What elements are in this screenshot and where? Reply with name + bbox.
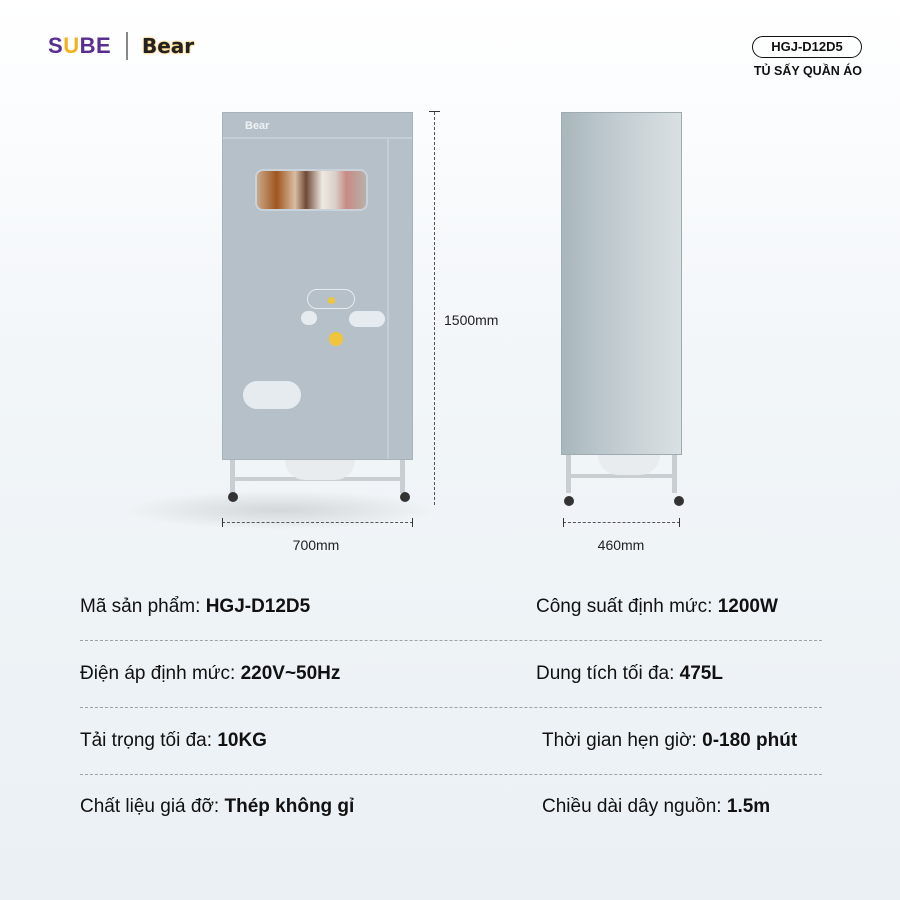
dim-tick [563, 518, 564, 527]
cloud-icon [349, 311, 385, 327]
dryer-front-view: Bear [222, 112, 413, 460]
spec-cord-length: Chiều dài dây nguồn: 1.5m [542, 796, 771, 817]
model-badge: HGJ-D12D5 [752, 36, 862, 58]
bear-logo: Bear [142, 34, 195, 58]
height-dim-line [434, 112, 435, 505]
dim-tick [679, 518, 680, 527]
balloon-icon [301, 311, 317, 325]
height-label: 1500mm [444, 312, 499, 328]
row-divider [80, 707, 822, 708]
spec-material: Chất liệu giá đỡ: Thép không gỉ [80, 796, 355, 817]
width-label: 700mm [292, 537, 340, 553]
sube-logo: SUBE [48, 33, 112, 58]
depth-dim-line [563, 522, 680, 523]
cloud-outline-icon [307, 289, 355, 309]
wheel [674, 496, 684, 506]
row-divider [80, 774, 822, 775]
height-dim-cap [429, 111, 440, 112]
viewing-window [255, 169, 368, 211]
cloud-large-icon [243, 381, 301, 409]
spec-power: Công suất định mức: 1200W [536, 596, 778, 617]
sun-small-icon [328, 297, 335, 304]
wheel [228, 492, 238, 502]
row-divider [80, 640, 822, 641]
wheel [564, 496, 574, 506]
spec-voltage: Điện áp định mức: 220V~50Hz [80, 663, 341, 684]
spec-timer: Thời gian hẹn giờ: 0-180 phút [542, 730, 798, 751]
side-heater-unit [598, 455, 660, 475]
spec-capacity: Dung tích tối đa: 475L [536, 663, 723, 684]
product-category: TỦ SẤY QUẦN ÁO [753, 64, 862, 78]
depth-label: 460mm [597, 537, 645, 553]
front-leg-left [230, 460, 235, 493]
spec-model: Mã sản phẩm: HGJ-D12D5 [80, 596, 311, 617]
product-shadow [120, 490, 440, 530]
heater-unit [285, 460, 355, 480]
width-dim-line [222, 522, 413, 523]
wheel [400, 492, 410, 502]
side-base-bar [566, 474, 677, 478]
logo-divider [126, 32, 128, 60]
dim-tick [412, 518, 413, 527]
sun-icon [329, 332, 343, 346]
front-leg-right [400, 460, 405, 493]
front-bear-logo: Bear [245, 120, 270, 132]
dryer-side-view [561, 112, 682, 455]
spec-load: Tải trọng tối đa: 10KG [80, 730, 267, 751]
dim-tick [222, 518, 223, 527]
